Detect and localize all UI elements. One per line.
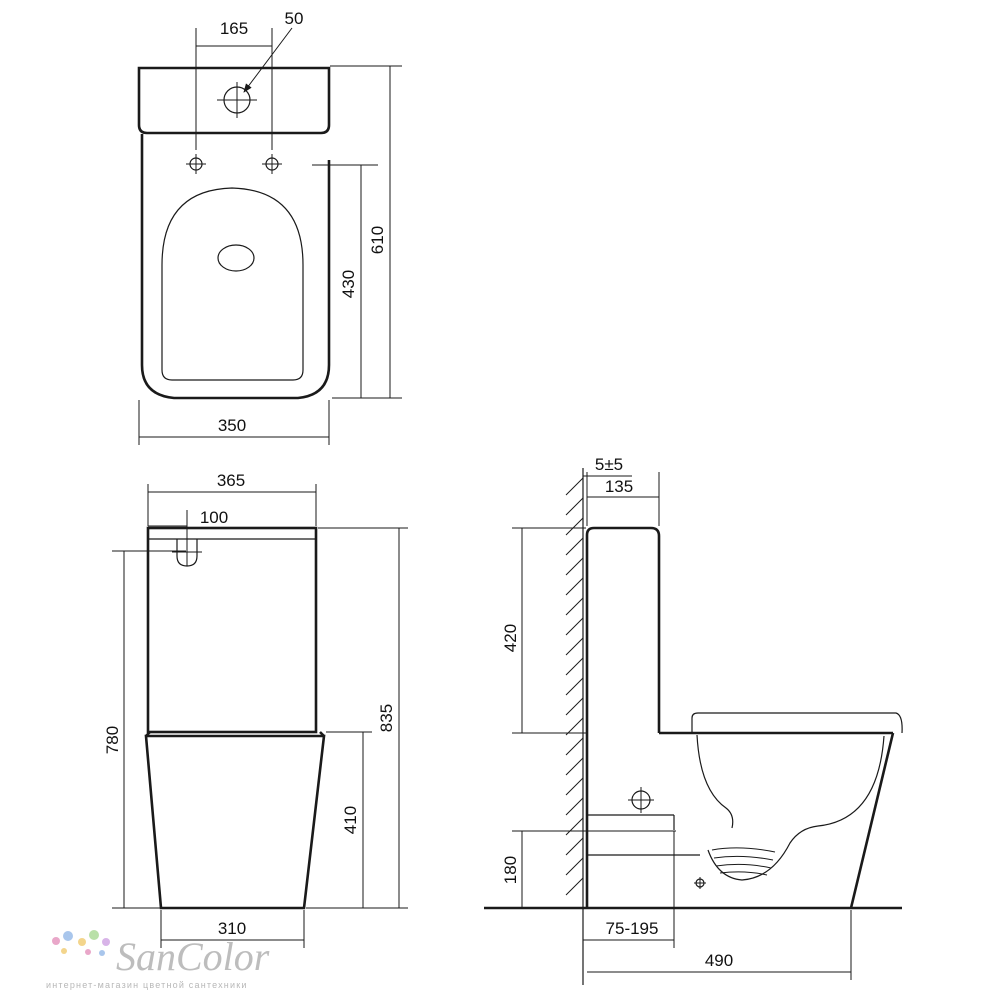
dim-top-seat-length: 430 xyxy=(339,270,358,298)
side-floor-fixing xyxy=(694,877,706,889)
top-bowl-outline xyxy=(140,134,331,400)
side-tank-outline xyxy=(585,526,661,908)
brand-tagline: интернет-магазин цветной сантехники xyxy=(46,980,248,990)
dim-top-width: 350 xyxy=(218,416,246,435)
brand-name: SanColor xyxy=(116,934,270,979)
dim-side-tank-depth: 135 xyxy=(605,477,633,496)
dim-side-outlet-distance: 75-195 xyxy=(606,919,659,938)
dim-front-inlet-offset: 100 xyxy=(200,508,228,527)
top-tank-outline xyxy=(137,66,331,135)
dim-side-tank-height: 420 xyxy=(501,624,520,652)
dim-top-hole-spacing: 165 xyxy=(220,19,248,38)
dim-top-flush-diameter: 50 xyxy=(285,9,304,28)
top-fixing-hole-left xyxy=(186,154,206,174)
front-bowl-outline xyxy=(144,734,326,910)
side-bowl-outline xyxy=(849,732,895,909)
brand-dots-icon xyxy=(52,930,110,956)
dim-side-wall-gap: 5±5 xyxy=(595,455,623,474)
top-view: 165 50 430 610 350 xyxy=(137,9,402,445)
side-wall-hatching xyxy=(565,477,584,896)
dim-front-total-height: 835 xyxy=(377,704,396,732)
dim-top-total-length: 610 xyxy=(368,226,387,254)
brand-logo: SanColor интернет-магазин цветной сантех… xyxy=(46,930,270,990)
top-seat-opening xyxy=(161,187,304,381)
top-fixing-hole-right xyxy=(262,154,282,174)
side-fixing-hole xyxy=(628,787,654,813)
dim-side-total-depth: 490 xyxy=(705,951,733,970)
dim-front-base-width: 310 xyxy=(218,919,246,938)
front-tank-outline xyxy=(146,526,318,734)
side-trap-lines xyxy=(711,847,776,876)
side-seat-outline xyxy=(691,712,903,734)
side-view: 5±5 135 420 180 75-195 490 xyxy=(484,455,903,985)
dim-side-outlet-height: 180 xyxy=(501,856,520,884)
dim-front-bowl-height: 410 xyxy=(341,806,360,834)
front-view: 365 100 780 835 410 310 xyxy=(103,471,408,948)
top-drain-ellipse xyxy=(217,244,255,272)
dim-front-tank-width: 365 xyxy=(217,471,245,490)
dim-front-inlet-height: 780 xyxy=(103,726,122,754)
side-bowl-inner xyxy=(696,734,885,881)
